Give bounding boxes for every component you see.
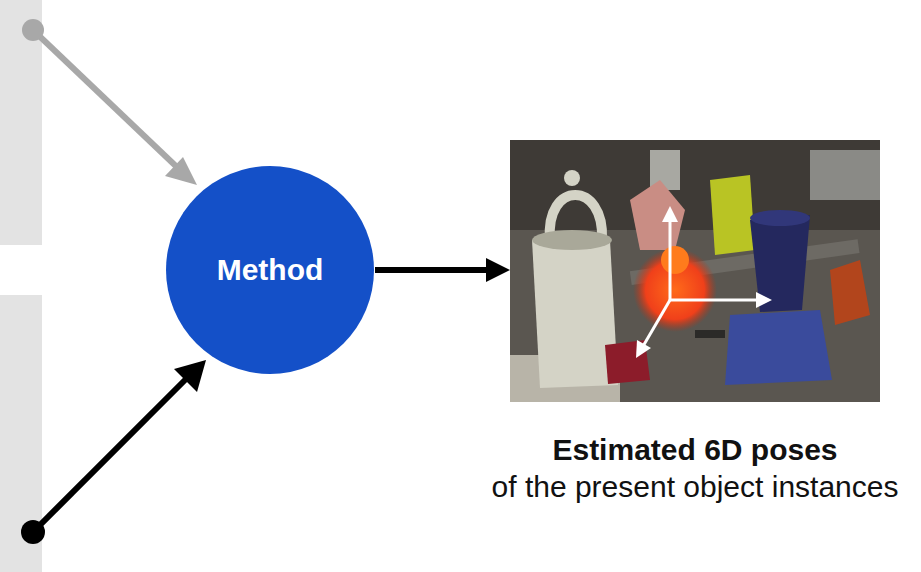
input-dot xyxy=(21,520,45,544)
red-tape xyxy=(605,340,650,384)
pose-axis-head xyxy=(756,292,772,308)
green-bottle xyxy=(710,175,755,255)
photo-ground xyxy=(510,140,880,402)
circle-fill xyxy=(166,166,374,374)
pose-photo xyxy=(510,140,880,402)
red-object xyxy=(830,260,870,325)
pose-axis xyxy=(670,299,760,302)
stapler xyxy=(695,330,725,338)
caption-body: of the present object instances xyxy=(480,469,910,506)
node-label: Method xyxy=(217,253,324,287)
photo-mat xyxy=(510,230,880,402)
pose-axis xyxy=(642,300,670,348)
input-line xyxy=(33,377,188,532)
watering-can-knob xyxy=(564,170,580,186)
arrowhead xyxy=(486,258,510,282)
watering-can xyxy=(532,240,618,388)
duck-head xyxy=(661,246,689,274)
blue-cup xyxy=(750,215,810,312)
result-image: Estimated 6D posesof the present object … xyxy=(510,140,880,402)
image-caption: Estimated 6D posesof the present object … xyxy=(480,432,910,505)
input-line xyxy=(33,30,180,170)
input-dot xyxy=(22,19,44,41)
connector-arrow xyxy=(375,258,510,282)
pose-axis-head xyxy=(636,340,651,358)
pose-axis xyxy=(669,218,672,300)
method-circle: Method xyxy=(165,165,375,375)
pose-axis-head xyxy=(662,206,678,222)
input-arrowhead xyxy=(174,360,206,392)
photo-back-object xyxy=(810,150,880,200)
connector-line xyxy=(375,267,490,273)
cat-figure xyxy=(630,180,685,250)
blue-cup-rim xyxy=(750,210,810,226)
watering-can-lid xyxy=(532,230,612,250)
caption-heading: Estimated 6D poses xyxy=(480,432,910,469)
blue-phone xyxy=(725,310,832,385)
input-arrowhead xyxy=(165,157,197,185)
